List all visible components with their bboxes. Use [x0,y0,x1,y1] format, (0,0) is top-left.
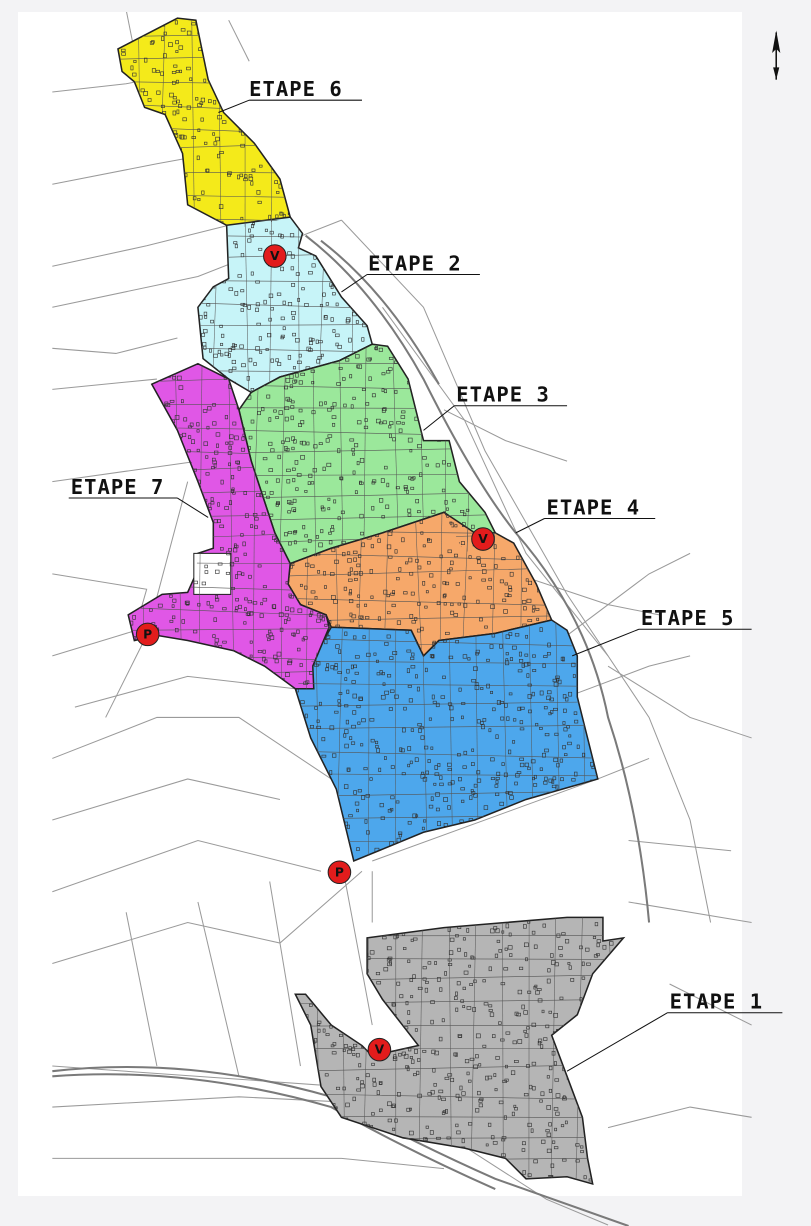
map-canvas[interactable]: ETAPE 6 ETAPE 2 ETAPE 3 ETAPE 7 ETAPE 4 … [18,12,811,1226]
zone-label-etape-6: ETAPE 6 [249,77,343,101]
zone-label-etape-3: ETAPE 3 [456,383,550,407]
north-arrow-icon [772,30,780,79]
marker-v-mid-text: V [478,532,488,546]
marker-v-bottom-text: V [375,1043,385,1057]
marker-p-bottom[interactable]: P [328,861,351,884]
zone-etape-1[interactable] [295,917,623,1184]
zone-label-etape-2: ETAPE 2 [368,251,462,275]
zone-label-etape-1: ETAPE 1 [670,990,764,1014]
zone-label-etape-7: ETAPE 7 [71,475,165,499]
marker-v-top-text: V [270,249,280,263]
zone-etape-5-shape[interactable] [295,620,597,861]
marker-v-bottom[interactable]: V [368,1038,391,1061]
marker-p-left[interactable]: P [136,623,159,646]
marker-p-bottom-text: P [335,865,344,879]
zone-etape-5[interactable] [295,620,597,861]
map-frame: ETAPE 6 ETAPE 2 ETAPE 3 ETAPE 7 ETAPE 4 … [18,12,742,1196]
zone-label-etape-4: ETAPE 4 [547,495,641,519]
zone-label-etape-5: ETAPE 5 [641,606,735,630]
marker-v-mid[interactable]: V [472,528,495,551]
marker-p-left-text: P [143,627,152,641]
zone-etape-1-shape[interactable] [295,917,623,1184]
marker-v-top[interactable]: V [264,245,287,268]
